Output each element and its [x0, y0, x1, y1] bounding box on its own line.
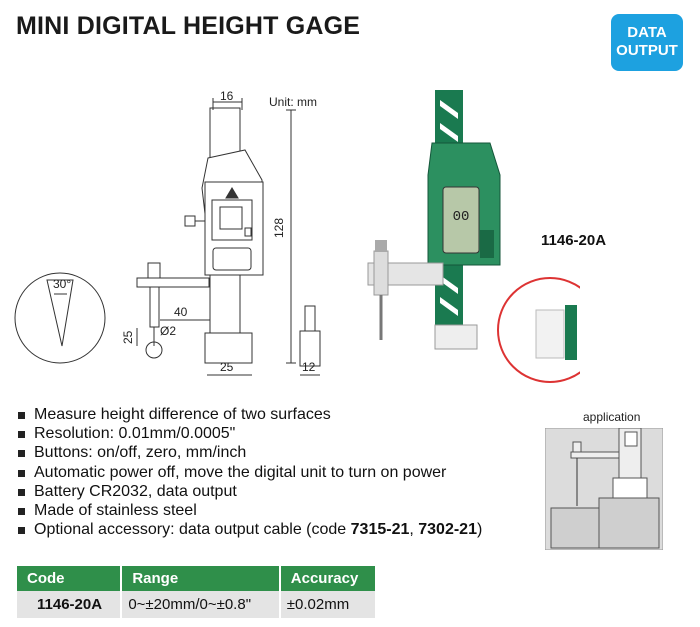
bullet-icon: [18, 527, 25, 535]
cell-accuracy: ±0.02mm: [279, 591, 375, 618]
dim-top-width: 16: [220, 89, 234, 103]
cell-range: 0~±20mm/0~±0.8": [121, 591, 281, 618]
bullet-icon: [18, 412, 25, 419]
model-label: 1146-20A: [541, 232, 607, 249]
bullet-icon: [18, 469, 25, 477]
feature-item: Automatic power off, move the digital un…: [18, 463, 482, 482]
bullet-icon: [18, 431, 25, 439]
badge-line-1: DATA: [627, 24, 667, 41]
technical-drawing: Unit: mm 16 128 40 25 Ø2 25 12 30°: [14, 89, 321, 376]
feature-item: Buttons: on/off, zero, mm/inch: [18, 443, 482, 462]
header-code: Code: [17, 566, 123, 591]
application-image: [545, 428, 663, 550]
dim-tip-dia: Ø2: [160, 324, 176, 338]
feature-item: Battery CR2032, data output: [18, 482, 482, 501]
svg-text:00: 00: [453, 209, 470, 225]
header-range: Range: [121, 566, 281, 591]
feature-item: Resolution: 0.01mm/0.0005": [18, 424, 482, 443]
page-title: MINI DIGITAL HEIGHT GAGE: [16, 12, 361, 40]
dim-depth: 25: [121, 330, 135, 344]
bullet-icon: [18, 508, 25, 516]
badge-line-2: OUTPUT: [616, 42, 678, 59]
bullet-icon: [18, 488, 25, 496]
feature-list: Measure height difference of two surface…: [18, 405, 482, 539]
table-row: 1146-20A 0~±20mm/0~±0.8" ±0.02mm: [17, 591, 375, 618]
bullet-icon: [18, 450, 25, 458]
dim-height: 128: [272, 218, 286, 238]
data-output-badge: DATA OUTPUT: [611, 14, 683, 71]
feature-item: Measure height difference of two surface…: [18, 405, 482, 424]
dim-angle: 30°: [53, 277, 71, 291]
cell-code: 1146-20A: [17, 591, 123, 618]
accessory-code-1: 7315-21: [350, 521, 410, 539]
spec-table: Code Range Accuracy 1146-20A 0~±20mm/0~±…: [17, 566, 375, 618]
feature-item: Made of stainless steel: [18, 501, 482, 520]
unit-label: Unit: mm: [269, 95, 317, 109]
table-header-row: Code Range Accuracy: [17, 566, 375, 591]
feature-item-accessory: Optional accessory: data output cable (c…: [18, 520, 482, 539]
application-label: application: [583, 410, 641, 424]
dim-side-width: 12: [302, 360, 316, 374]
product-image: 00: [367, 90, 580, 383]
dim-arm: 40: [174, 305, 188, 319]
accessory-code-2: 7302-21: [418, 521, 477, 539]
dim-base-width: 25: [220, 360, 234, 374]
header-accuracy: Accuracy: [279, 566, 375, 591]
